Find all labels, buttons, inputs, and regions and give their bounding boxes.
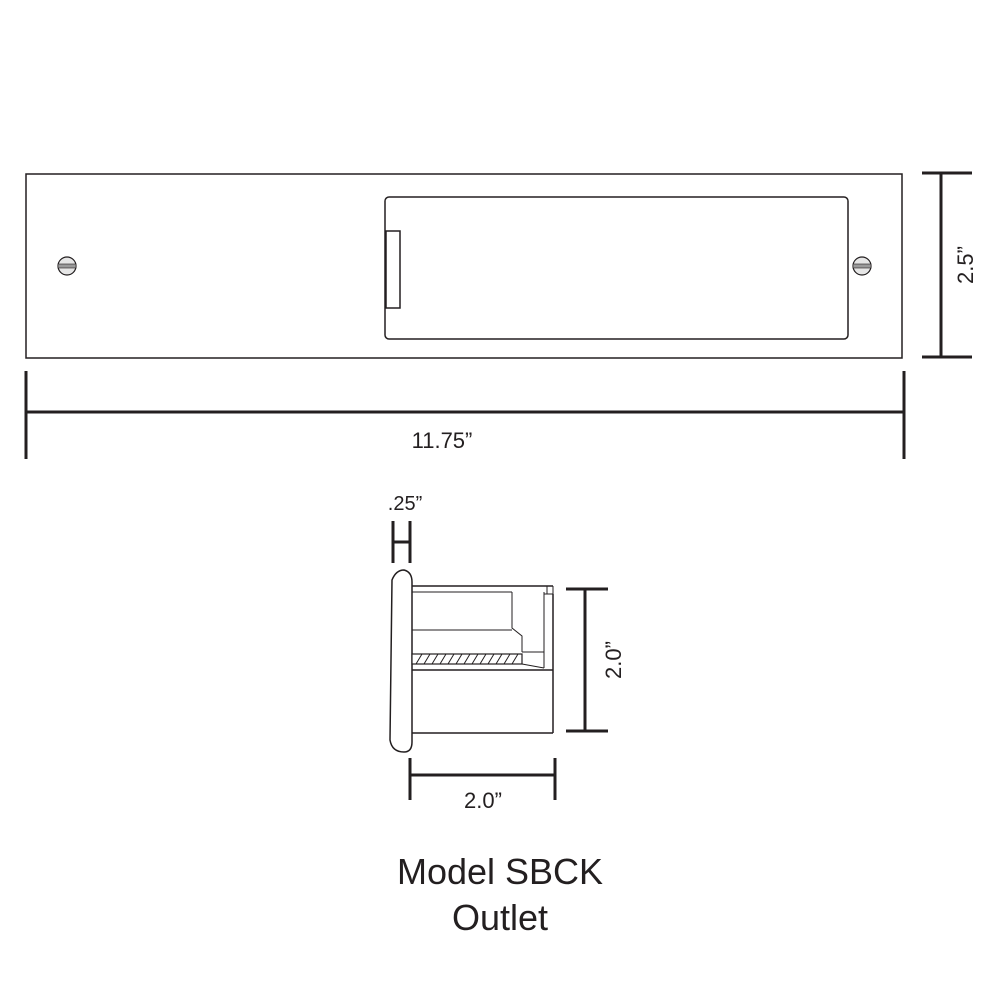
cover-plate-outline <box>25 173 903 359</box>
plate-thickness-dimension: .25” <box>388 493 422 563</box>
left-screw-icon <box>57 256 77 276</box>
outlet-door-outline <box>384 196 849 340</box>
side-depth-dimension: 2.0” <box>408 758 557 813</box>
front-width-label: 11.75” <box>412 428 473 453</box>
plate-thickness-label: .25” <box>388 493 422 515</box>
front-view: 2.5” 11.75” <box>24 171 978 459</box>
door-hinge-tab <box>385 230 401 309</box>
right-screw-icon <box>852 256 872 276</box>
model-caption: Model SBCK <box>396 851 604 892</box>
side-face-plate <box>389 569 413 753</box>
front-width-dimension: 11.75” <box>24 371 906 459</box>
side-housing <box>411 585 554 734</box>
front-height-label: 2.5” <box>953 246 978 284</box>
side-depth-label: 2.0” <box>464 788 502 813</box>
front-height-dimension: 2.5” <box>922 171 978 359</box>
side-view: .25” <box>388 493 626 813</box>
side-height-label: 2.0” <box>601 641 626 679</box>
product-caption: Outlet <box>451 897 549 938</box>
side-height-dimension: 2.0” <box>566 587 626 733</box>
